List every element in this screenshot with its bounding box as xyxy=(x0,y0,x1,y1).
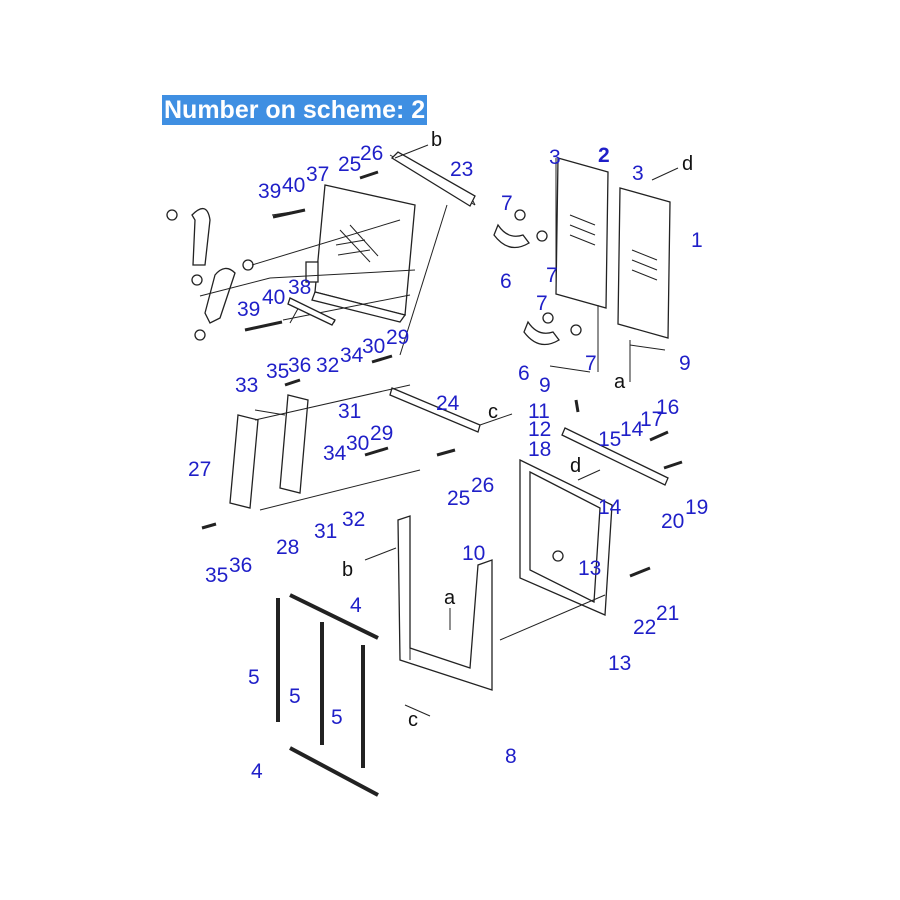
part-label: 9 xyxy=(539,374,551,397)
part-label: 3 xyxy=(549,146,561,169)
part-label: 6 xyxy=(500,270,512,293)
part-label: 7 xyxy=(501,192,513,215)
part-label: 34 xyxy=(340,344,364,367)
part-label: 14 xyxy=(598,496,622,519)
part-label: 22 xyxy=(633,616,656,639)
part-label: 24 xyxy=(436,392,460,415)
part-label: 26 xyxy=(360,142,383,165)
part-label: 39 xyxy=(258,180,281,203)
ref-letter-d: d xyxy=(570,455,581,477)
bracket-24 xyxy=(389,387,481,433)
part-label: 6 xyxy=(518,362,530,385)
part-label: 20 xyxy=(661,510,684,533)
part-label: 33 xyxy=(235,374,258,397)
cooler-2 xyxy=(555,157,609,309)
part-label: 5 xyxy=(331,706,343,729)
part-label: 5 xyxy=(248,666,260,689)
cooler-27 xyxy=(229,414,259,509)
part-label: 12 xyxy=(528,418,551,441)
part-label: 30 xyxy=(362,335,385,358)
part-label: 32 xyxy=(316,354,339,377)
part-label: 40 xyxy=(262,286,285,309)
part-label: 7 xyxy=(536,292,548,315)
bracket-23 xyxy=(390,151,476,207)
part-label: 38 xyxy=(288,276,311,299)
part-label: 29 xyxy=(370,422,393,445)
reference-arrows xyxy=(364,144,679,717)
part-label: 26 xyxy=(471,474,494,497)
part-label: 31 xyxy=(314,520,337,543)
leader-lines-mid xyxy=(254,384,421,511)
part-label: 36 xyxy=(229,554,252,577)
part-label: 3 xyxy=(632,162,644,185)
part-label: 29 xyxy=(386,326,409,349)
part-label: 16 xyxy=(656,396,679,419)
cooler-1 xyxy=(617,187,671,339)
part-label: 35 xyxy=(205,564,228,587)
part-label: 39 xyxy=(237,298,260,321)
part-label: 37 xyxy=(306,163,329,186)
part-label: 15 xyxy=(598,428,621,451)
part-label: 25 xyxy=(447,487,470,510)
part-label: 25 xyxy=(338,153,361,176)
part-label: 30 xyxy=(346,432,369,455)
part-label: 28 xyxy=(276,536,299,559)
part-label: 5 xyxy=(289,685,301,708)
leader-lines-lower xyxy=(409,594,606,660)
part-label: 23 xyxy=(450,158,473,181)
hoses-right xyxy=(493,209,582,346)
part-label: 40 xyxy=(282,174,305,197)
part-label: 4 xyxy=(251,760,263,783)
part-label: 17 xyxy=(640,408,663,431)
part-label: 10 xyxy=(462,542,485,565)
ref-letter-a: a xyxy=(614,371,626,393)
support-8 xyxy=(397,515,493,691)
part-labels: 26 25 37 40 39 23 2 3 3 1 7 6 7 7 6 7 9 … xyxy=(188,142,708,783)
part-label: 27 xyxy=(188,458,211,481)
part-label: 2 xyxy=(598,144,610,167)
part-label: 1 xyxy=(691,229,703,252)
radiator-assembly xyxy=(305,184,416,323)
part-label: 13 xyxy=(608,652,631,675)
part-label: 14 xyxy=(620,418,644,441)
part-label: 34 xyxy=(323,442,347,465)
cooler-28 xyxy=(279,394,309,494)
part-label: 9 xyxy=(679,352,691,375)
ref-letter-b: b xyxy=(342,559,353,581)
ref-letter-c: c xyxy=(408,709,418,731)
frame-10 xyxy=(519,458,613,616)
part-label: 13 xyxy=(578,557,601,580)
ref-letter-b: b xyxy=(431,129,442,151)
bar-38 xyxy=(287,297,336,326)
seal-strips xyxy=(276,593,379,797)
part-label: 32 xyxy=(342,508,365,531)
part-label: 35 xyxy=(266,360,289,383)
ref-letter-d: d xyxy=(682,153,693,175)
part-label: 18 xyxy=(528,438,551,461)
part-label: 8 xyxy=(505,745,517,768)
part-label: 7 xyxy=(585,352,597,375)
part-label: 31 xyxy=(338,400,361,423)
part-label: 21 xyxy=(656,602,679,625)
scheme-number-title: Number on scheme: 2 xyxy=(162,95,428,125)
ref-letter-a: a xyxy=(444,587,456,609)
part-label: 11 xyxy=(528,400,550,423)
part-label: 4 xyxy=(350,594,362,617)
hoses-left xyxy=(166,208,254,341)
part-label: 36 xyxy=(288,354,311,377)
ref-letter-c: c xyxy=(488,401,498,423)
bar-12 xyxy=(561,427,669,486)
bolts xyxy=(201,170,683,578)
part-label: 7 xyxy=(546,264,558,287)
part-label: 19 xyxy=(685,496,708,519)
